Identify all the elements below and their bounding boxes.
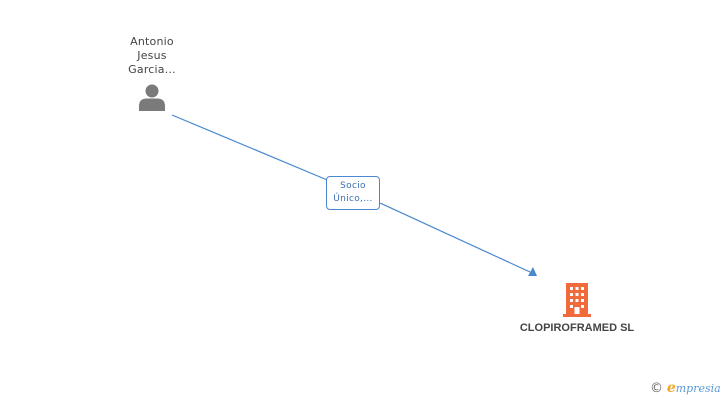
company-name: CLOPIROFRAMED SL bbox=[519, 322, 635, 334]
relationship-label[interactable]: Socio Único,... bbox=[326, 176, 380, 210]
person-name-line-1: Antonio bbox=[130, 35, 174, 48]
person-node[interactable]: Antonio Jesus Garcia... bbox=[108, 35, 196, 111]
building-icon bbox=[563, 283, 591, 317]
person-icon bbox=[139, 84, 165, 111]
person-name-line-2: Jesus bbox=[137, 49, 167, 62]
edge-person-to-company bbox=[171, 114, 531, 273]
copyright-symbol: © bbox=[650, 381, 663, 396]
brand-logo[interactable]: © empresia bbox=[650, 380, 721, 397]
relationship-label-line-1: Socio bbox=[340, 181, 366, 191]
relationship-label-line-2: Único,... bbox=[333, 194, 373, 204]
logo-first-letter: e bbox=[666, 380, 676, 396]
arrowhead-icon bbox=[528, 267, 537, 276]
company-node[interactable]: CLOPIROFRAMED SL bbox=[504, 283, 650, 334]
logo-wordmark: mpresia bbox=[675, 382, 721, 395]
person-name-line-3: Garcia... bbox=[128, 63, 176, 76]
